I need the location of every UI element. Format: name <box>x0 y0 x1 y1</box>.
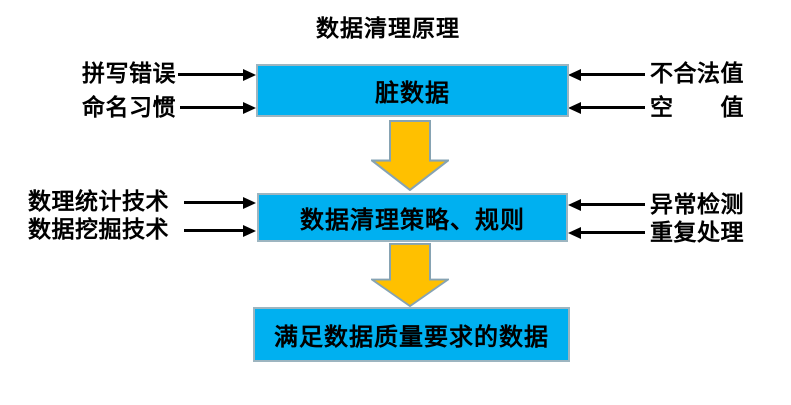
label-anomaly-detection: 异常检测 <box>650 191 744 217</box>
page-title: 数据清理原理 <box>316 15 460 41</box>
dirty-data-box: 脏数据 <box>256 64 569 117</box>
connector-arrow-spelling-errors <box>178 73 243 76</box>
down-arrow-icon <box>371 120 449 191</box>
cleaning-strategy-box-label: 数据清理策略、规则 <box>300 207 525 234</box>
cleaning-strategy-box: 数据清理策略、规则 <box>257 193 568 242</box>
label-null-values: 空 值 <box>650 94 744 120</box>
label-duplicate-processing: 重复处理 <box>650 219 744 245</box>
connector-arrow-duplicate-processing <box>581 231 645 234</box>
down-arrow-icon <box>371 243 449 307</box>
connector-arrow-data-mining-techniques <box>184 229 243 232</box>
connector-arrow-null-values <box>581 106 645 109</box>
label-statistics-techniques: 数理统计技术 <box>28 188 169 214</box>
label-data-mining-techniques: 数据挖掘技术 <box>28 216 169 242</box>
connector-arrow-statistics-techniques <box>184 201 243 204</box>
connector-arrow-anomaly-detection <box>581 203 645 206</box>
label-illegal-values: 不合法值 <box>650 60 744 86</box>
label-spelling-errors: 拼写错误 <box>82 60 176 86</box>
result-data-box: 满足数据质量要求的数据 <box>253 307 570 362</box>
label-naming-habits: 命名习惯 <box>82 94 176 120</box>
result-data-box-label: 满足数据质量要求的数据 <box>274 324 549 351</box>
dirty-data-box-label: 脏数据 <box>375 80 450 107</box>
connector-arrow-illegal-values <box>581 73 645 76</box>
connector-arrow-naming-habits <box>180 106 243 109</box>
